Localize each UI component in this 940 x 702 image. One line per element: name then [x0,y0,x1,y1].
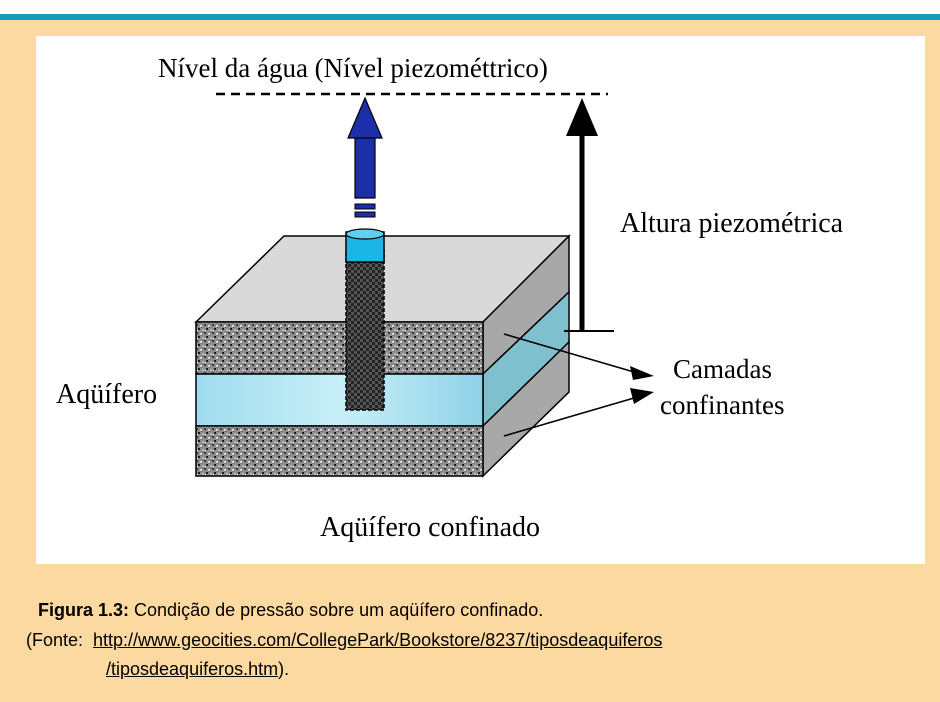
lower-layer-pointer [630,388,654,404]
confining-layers-label-line2: confinantes [660,390,785,420]
top-accent-line [0,14,940,20]
well-casing [345,249,385,411]
piezometric-height-arrow [566,98,598,136]
aquifer-label: Aqüífero [56,379,158,410]
figure-caption: Figura 1.3: Condição de pressão sobre um… [38,600,543,621]
confining-layers-label-line1: Camadas [673,354,772,384]
figure-panel: Nível da água (Nível piezométtrico) Altu… [36,36,925,564]
source-prefix: (Fonte: [26,630,94,650]
source-line-2: /tiposdeaquiferos.htm). [106,659,289,680]
aquifer-layer [195,373,484,427]
source-link-line1[interactable]: http://www.geocities.com/CollegePark/Boo… [93,630,663,650]
lower-confining-layer [195,425,484,477]
water-level-label: Nível da água (Nível piezométtrico) [158,53,548,83]
figure-description: Condição de pressão sobre um aqüífero co… [129,600,544,620]
top-white-band [0,0,940,14]
water-rise-arrow [347,96,383,139]
figure-number: Figura 1.3: [38,600,130,620]
source-line: (Fonte: http://www.geocities.com/College… [26,630,662,651]
piezometric-height-label: Altura piezométrica [620,208,844,239]
upper-confining-layer [195,321,484,375]
source-suffix: ). [278,659,290,679]
confined-aquifer-title: Aqüífero confinado [320,512,541,543]
source-link-line2[interactable]: /tiposdeaquiferos.htm [106,659,279,679]
upper-layer-pointer [630,366,654,380]
confined-aquifer-diagram [194,92,654,478]
